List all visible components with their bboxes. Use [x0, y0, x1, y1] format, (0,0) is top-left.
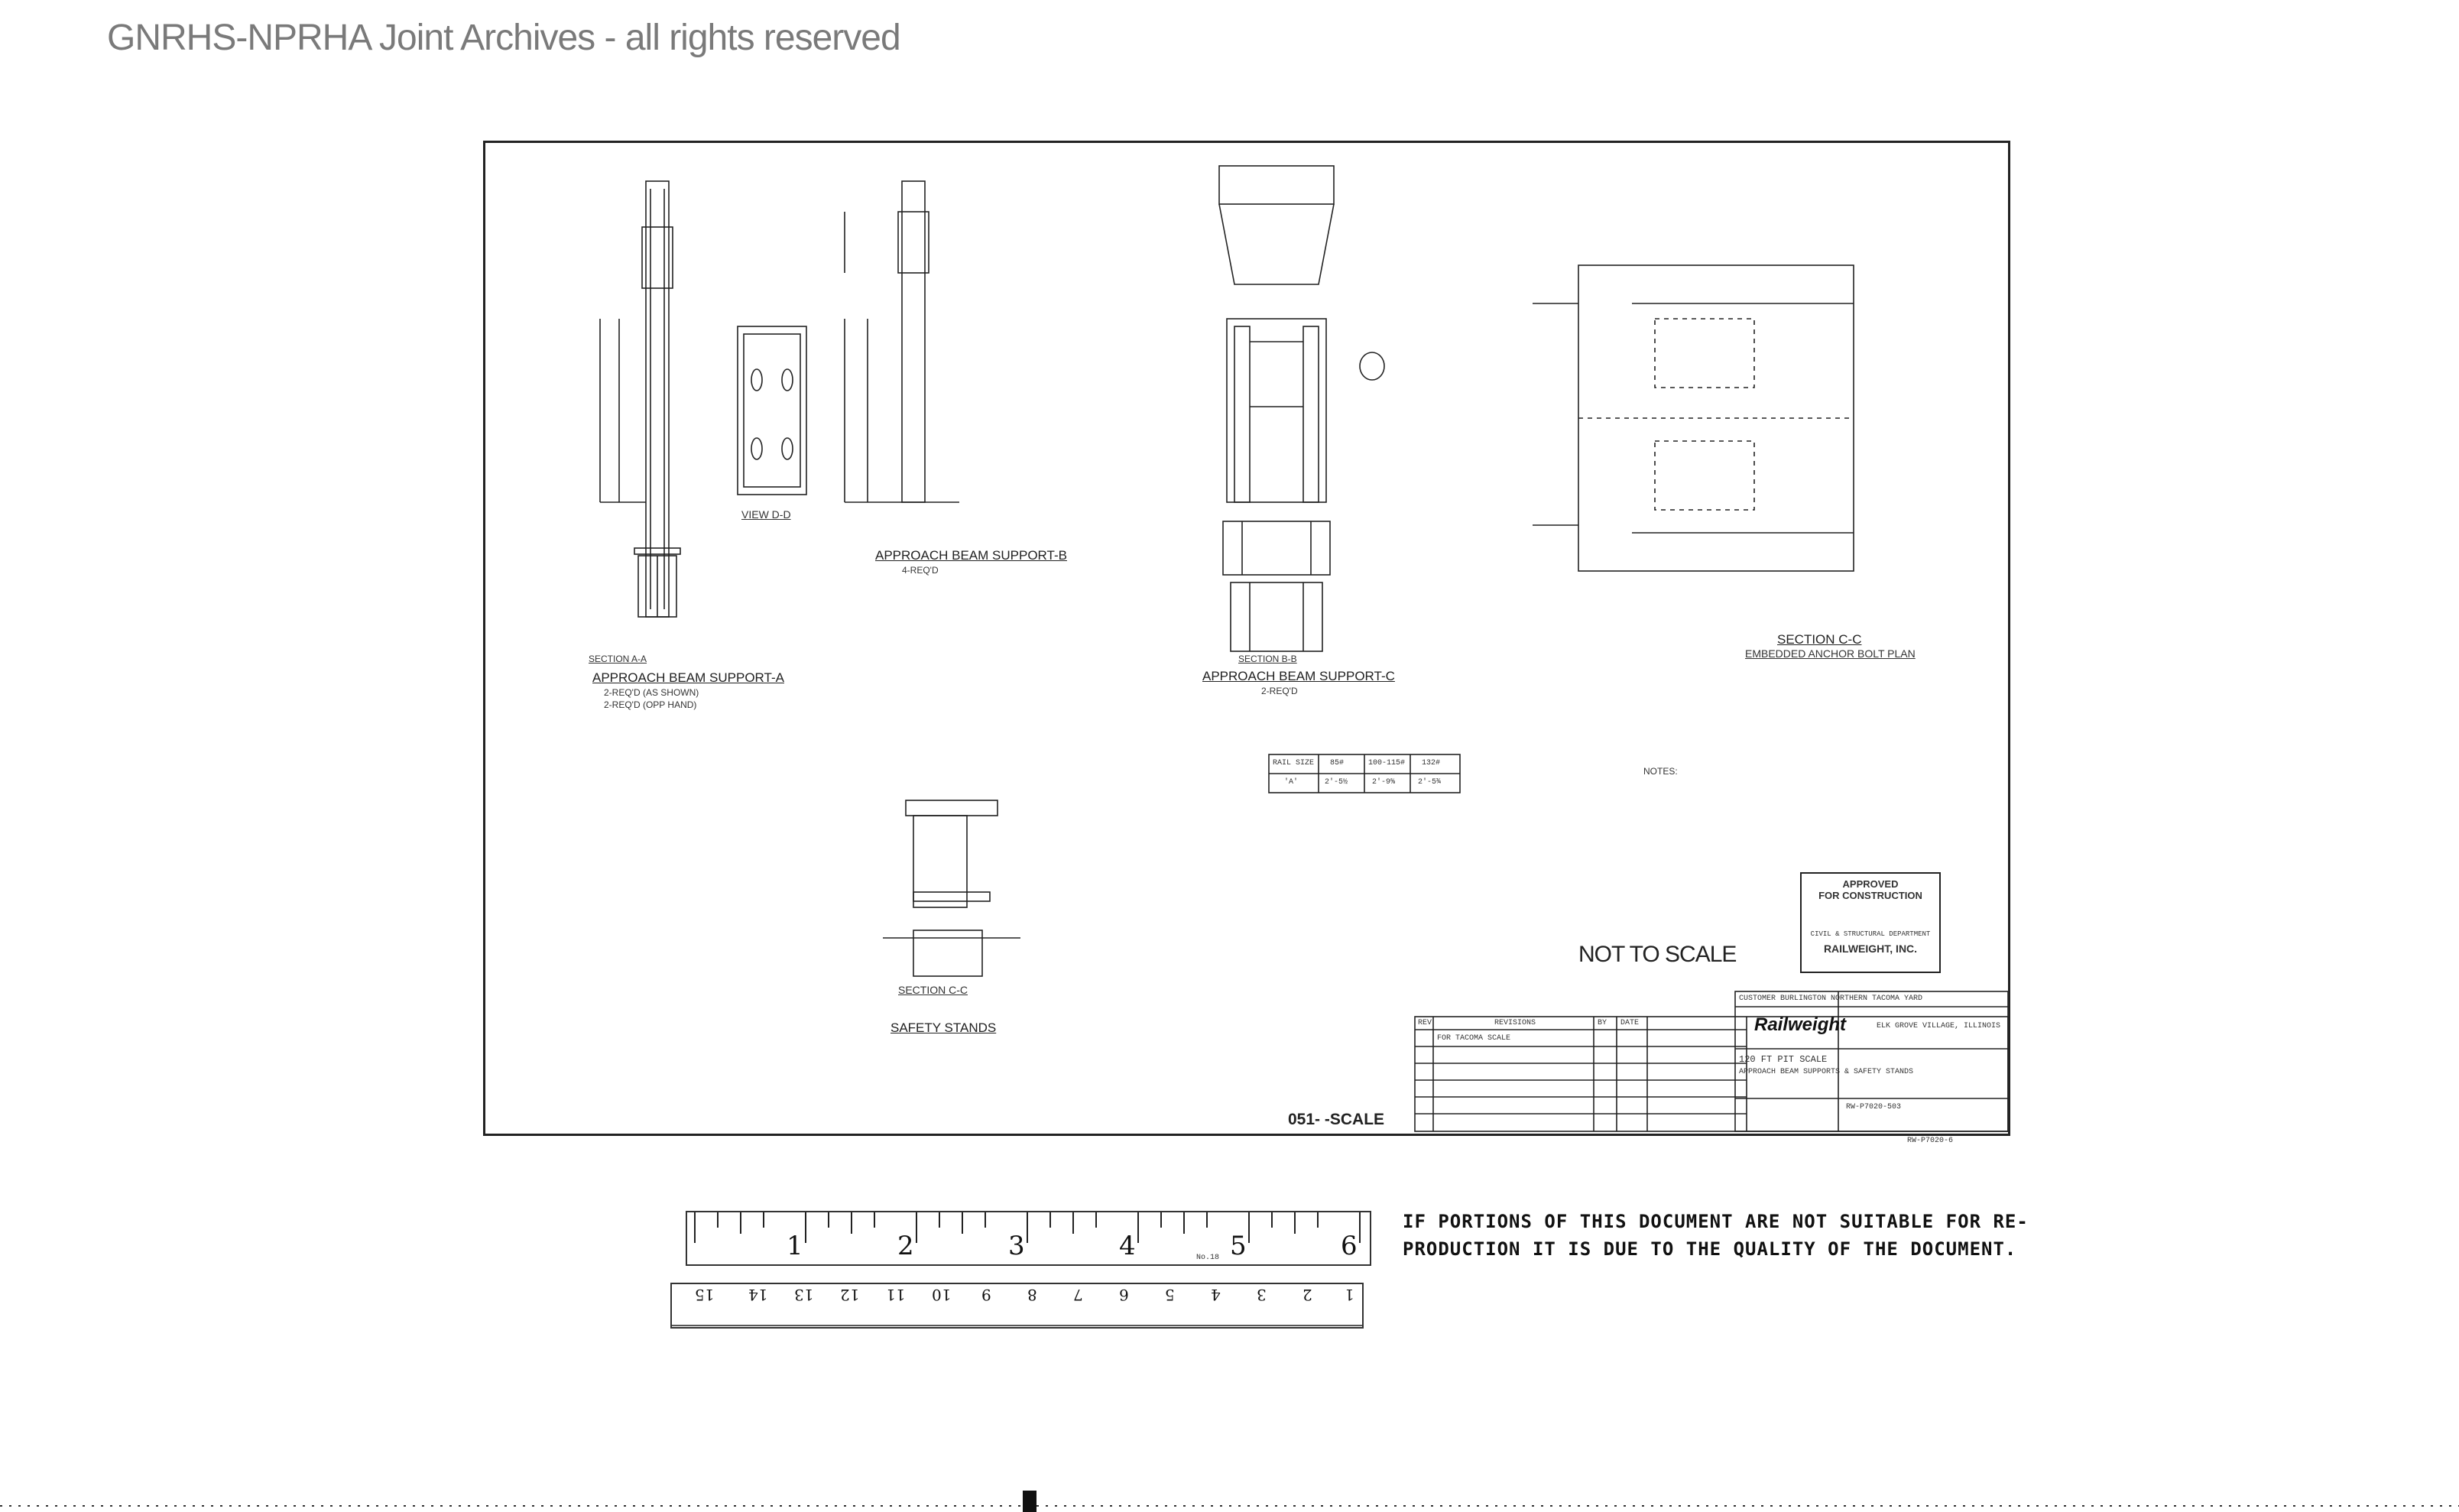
- revision-rev-col: REV: [1418, 1019, 1432, 1027]
- stamp-dept: CIVIL & STRUCTURAL DEPARTMENT: [1810, 930, 1931, 938]
- revision-by-col: BY: [1598, 1019, 1607, 1027]
- ruler-cm-11: 11: [886, 1286, 906, 1304]
- revision-row-1: FOR TACOMA SCALE: [1437, 1034, 1511, 1043]
- title-block-dwg-no: RW-P7020-503: [1846, 1103, 1902, 1111]
- ruler-cm-14: 14: [748, 1286, 768, 1304]
- support-a-column: [645, 180, 670, 618]
- rail-table-header-3: 132#: [1422, 759, 1441, 767]
- ruler-cm-13: 13: [794, 1286, 814, 1304]
- reproduction-notice: IF PORTIONS OF THIS DOCUMENT ARE NOT SUI…: [1387, 1206, 2033, 1267]
- section-aa-label: SECTION A-A: [589, 654, 647, 664]
- ruler-inch-5: 5: [1230, 1231, 1247, 1261]
- support-a-qty-2: 2-REQ'D (OPP HAND): [604, 699, 697, 710]
- drawing-sheet: APPROACH BEAM SUPPORT-A 2-REQ'D (AS SHOW…: [483, 141, 2010, 1145]
- support-a-qty-1: 2-REQ'D (AS SHOWN): [604, 687, 699, 698]
- ruler-cm-8: 8: [1027, 1286, 1037, 1304]
- ruler-cm-2: 2: [1302, 1286, 1312, 1304]
- support-b-column: [901, 180, 926, 503]
- ruler-inch-6: 6: [1341, 1231, 1358, 1261]
- view-dd: [737, 326, 807, 495]
- ruler-cm-9: 9: [981, 1286, 991, 1304]
- support-b-qty: 4-REQ'D: [902, 565, 939, 576]
- safety-stand-top: [905, 800, 998, 816]
- rail-table-value-0: 'A': [1284, 778, 1299, 787]
- ruler-cm-10: 10: [932, 1286, 952, 1304]
- support-c-label: APPROACH BEAM SUPPORT-C: [1202, 669, 1395, 683]
- title-block-title-2: APPROACH BEAM SUPPORTS & SAFETY STANDS: [1739, 1068, 1914, 1076]
- inch-ruler-ticks: [694, 1212, 1361, 1243]
- title-block-customer: CUSTOMER BURLINGTON NORTHERN TACOMA YARD: [1739, 994, 1923, 1003]
- support-c-qty: 2-REQ'D: [1261, 686, 1298, 696]
- ruler-inch-2: 2: [897, 1231, 914, 1261]
- rail-table-header-0: RAIL SIZE: [1273, 759, 1315, 767]
- ruler-cm-5: 5: [1165, 1286, 1175, 1304]
- not-to-scale-label: NOT TO SCALE: [1578, 942, 1737, 967]
- drawing-linework: [599, 165, 2008, 1132]
- ruler-inch-3: 3: [1008, 1231, 1025, 1261]
- stamp-company: RAILWEIGHT, INC.: [1823, 943, 1918, 955]
- stamp-line-2: FOR CONSTRUCTION: [1818, 890, 1922, 901]
- notes-title: NOTES:: [1643, 766, 1678, 777]
- cm-ruler: 1 2 3 4 5 6 7 8 9 10 11 12 13 14 15: [670, 1283, 1364, 1329]
- approval-stamp: APPROVED FOR CONSTRUCTION CIVIL & STRUCT…: [1800, 872, 1941, 973]
- revision-block: [1414, 1016, 2008, 1132]
- ruler-cm-6: 6: [1119, 1286, 1129, 1304]
- ruler-cm-12: 12: [840, 1286, 860, 1304]
- scan-edge-noise: [0, 1491, 2459, 1512]
- support-a-label: APPROACH BEAM SUPPORT-A: [592, 670, 784, 685]
- archive-watermark: GNRHS-NPRHA Joint Archives - all rights …: [107, 18, 901, 58]
- scale-mark: 051- -SCALE: [1288, 1111, 1385, 1128]
- support-b-label: APPROACH BEAM SUPPORT-B: [875, 548, 1067, 563]
- section-cc-small-label: SECTION C-C: [898, 984, 968, 996]
- ruler-cm-1: 1: [1345, 1286, 1354, 1304]
- view-dd-label: VIEW D-D: [741, 508, 791, 521]
- safety-stands-label: SAFETY STANDS: [890, 1020, 997, 1035]
- rail-table-value-3: 2'-5¾: [1418, 778, 1442, 787]
- ruler-model: No.18: [1196, 1254, 1220, 1262]
- ruler-cm-3: 3: [1257, 1286, 1267, 1304]
- stamp-line-1: APPROVED: [1842, 878, 1899, 890]
- support-c-top: [1218, 165, 1335, 205]
- ruler-cm-7: 7: [1073, 1286, 1083, 1304]
- rail-table-value-1: 2'-5½: [1325, 778, 1348, 787]
- section-bb-label: SECTION B-B: [1238, 654, 1297, 664]
- title-block-sheet-ref: RW-P7020-6: [1907, 1137, 1954, 1145]
- ruler-cm-15: 15: [695, 1286, 715, 1304]
- inch-ruler: 1 2 3 4 5 6 No.18: [686, 1211, 1371, 1266]
- revision-date-col: DATE: [1620, 1019, 1640, 1027]
- ruler-inch-1: 1: [787, 1231, 803, 1261]
- ruler-cm-4: 4: [1211, 1286, 1221, 1304]
- section-cc-label: SECTION C-C: [1777, 632, 1862, 647]
- notice-line-1: IF PORTIONS OF THIS DOCUMENT ARE NOT SUI…: [1403, 1211, 2029, 1232]
- rail-table-header-2: 100-115#: [1368, 759, 1406, 767]
- ruler-inch-4: 4: [1119, 1231, 1136, 1261]
- revision-header: REVISIONS: [1494, 1019, 1536, 1027]
- cm-ruler-ticks: [672, 1325, 1362, 1326]
- title-block-brand: Railweight: [1754, 1014, 1847, 1035]
- embedded-plan-label: EMBEDDED ANCHOR BOLT PLAN: [1745, 647, 1916, 660]
- title-block-title-1: 120 FT PIT SCALE: [1739, 1054, 1828, 1065]
- support-c-frame: [1226, 318, 1327, 503]
- notice-line-2: PRODUCTION IT IS DUE TO THE QUALITY OF T…: [1403, 1238, 2017, 1260]
- title-block-location: ELK GROVE VILLAGE, ILLINOIS: [1877, 1022, 2001, 1030]
- rail-table-value-2: 2'-9⅝: [1372, 778, 1396, 787]
- rail-table-header-1: 85#: [1330, 759, 1345, 767]
